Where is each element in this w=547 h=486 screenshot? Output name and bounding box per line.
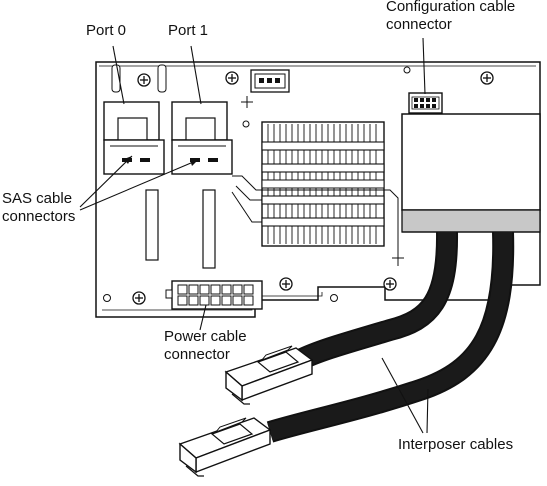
cable-plug-2 [178,417,272,477]
screw-icon [137,73,151,87]
config-label-line1: Configuration cable [386,0,516,15]
board-hole [103,294,111,302]
sas-label-line2: connectors [2,208,76,225]
sas-label-line1: SAS cable [2,190,73,207]
leader-sas-a [79,155,133,208]
leader-power [199,304,207,331]
interposer-cable-2 [266,231,515,443]
top-connector [241,69,290,108]
screw-icon [225,71,239,85]
board-hole [242,120,250,128]
power-label-line2: connector [164,346,230,363]
leader-sas-b [79,159,199,211]
sas-connector-port0 [103,101,165,261]
interposer-housing [401,113,541,233]
board-hole [403,66,411,74]
board-hole [330,294,338,302]
leader-interposer-a [381,357,424,434]
leader-port0 [112,45,125,105]
cable-plug-1 [224,345,314,405]
screw-icon [132,291,146,305]
arrowhead [124,156,132,164]
interposer-cable-1 [295,231,459,370]
board-trace [231,175,399,258]
arrowhead [190,160,198,166]
screw-icon [480,71,494,85]
sas-connector-port1 [171,101,233,269]
power-cable-connector [165,280,263,310]
power-label-line1: Power cable [164,328,247,345]
configuration-cable-connector [408,92,443,114]
board-slot [157,64,167,93]
screw-icon [279,277,293,291]
screw-icon [383,277,397,291]
leader-config [422,37,426,95]
leader-port1 [190,45,202,105]
leader-interposer-b [426,388,429,434]
config-label-line2: connector [386,16,452,33]
heatsink [261,121,385,247]
port0-label: Port 0 [86,22,127,39]
port1-label: Port 1 [168,22,209,39]
interposer-label: Interposer cables [398,436,514,453]
